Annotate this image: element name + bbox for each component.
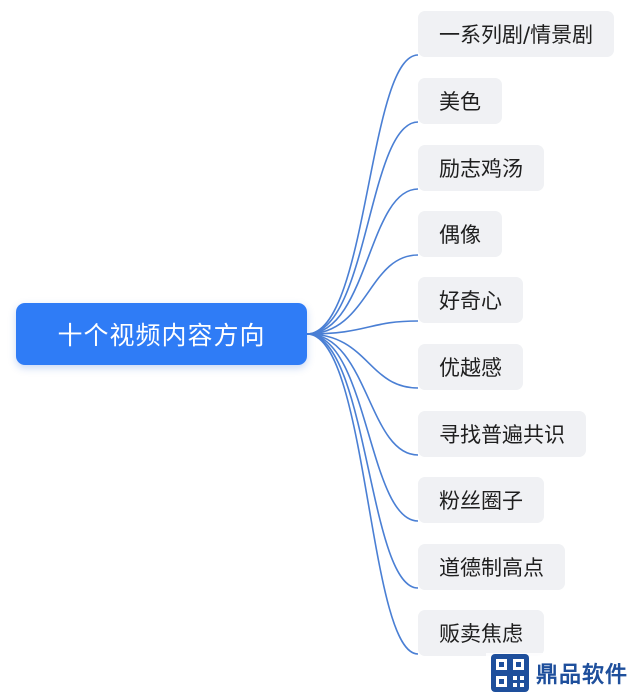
connector-line-9 (306, 333, 419, 655)
branch-node-curiosity[interactable]: 好奇心 (418, 277, 523, 323)
connector-line-8 (306, 333, 419, 589)
branch-node-idol[interactable]: 偶像 (418, 211, 502, 257)
branch-node-motivation[interactable]: 励志鸡汤 (418, 145, 544, 191)
branch-node-label: 优越感 (439, 356, 502, 380)
root-node-label: 十个视频内容方向 (57, 321, 266, 350)
branch-node-series-drama[interactable]: 一系列剧/情景剧 (418, 11, 615, 57)
root-node[interactable]: 十个视频内容方向 (16, 303, 307, 365)
connector-line-1 (306, 121, 419, 335)
connector-line-5 (306, 333, 419, 389)
connector-line-2 (306, 188, 419, 335)
branch-node-label: 寻找普遍共识 (439, 423, 565, 447)
branch-node-label: 道德制高点 (439, 556, 544, 580)
branch-node-label: 偶像 (439, 223, 481, 247)
branch-node-label: 好奇心 (439, 289, 502, 313)
branch-node-label: 美色 (439, 90, 481, 114)
branch-node-moral-high-ground[interactable]: 道德制高点 (418, 544, 565, 590)
branch-node-superiority[interactable]: 优越感 (418, 344, 523, 390)
connector-line-7 (306, 333, 419, 522)
branch-node-common-ground[interactable]: 寻找普遍共识 (418, 411, 586, 457)
connector-line-3 (306, 254, 419, 335)
connector-line-0 (306, 54, 419, 335)
connector-line-6 (306, 333, 419, 456)
watermark: 鼎品软件 (485, 653, 632, 693)
branch-node-label: 粉丝圈子 (439, 489, 523, 513)
watermark-text: 鼎品软件 (535, 663, 628, 688)
branch-node-label: 励志鸡汤 (439, 157, 523, 181)
branch-node-selling-anxiety[interactable]: 贩卖焦虑 (418, 610, 544, 656)
qr-code-logo-icon (490, 654, 529, 692)
branch-node-beauty[interactable]: 美色 (418, 78, 502, 124)
connector-line-4 (306, 320, 419, 335)
branch-node-label: 贩卖焦虑 (439, 622, 523, 646)
branch-node-label: 一系列剧/情景剧 (439, 23, 594, 47)
branch-node-fan-circle[interactable]: 粉丝圈子 (418, 477, 544, 523)
